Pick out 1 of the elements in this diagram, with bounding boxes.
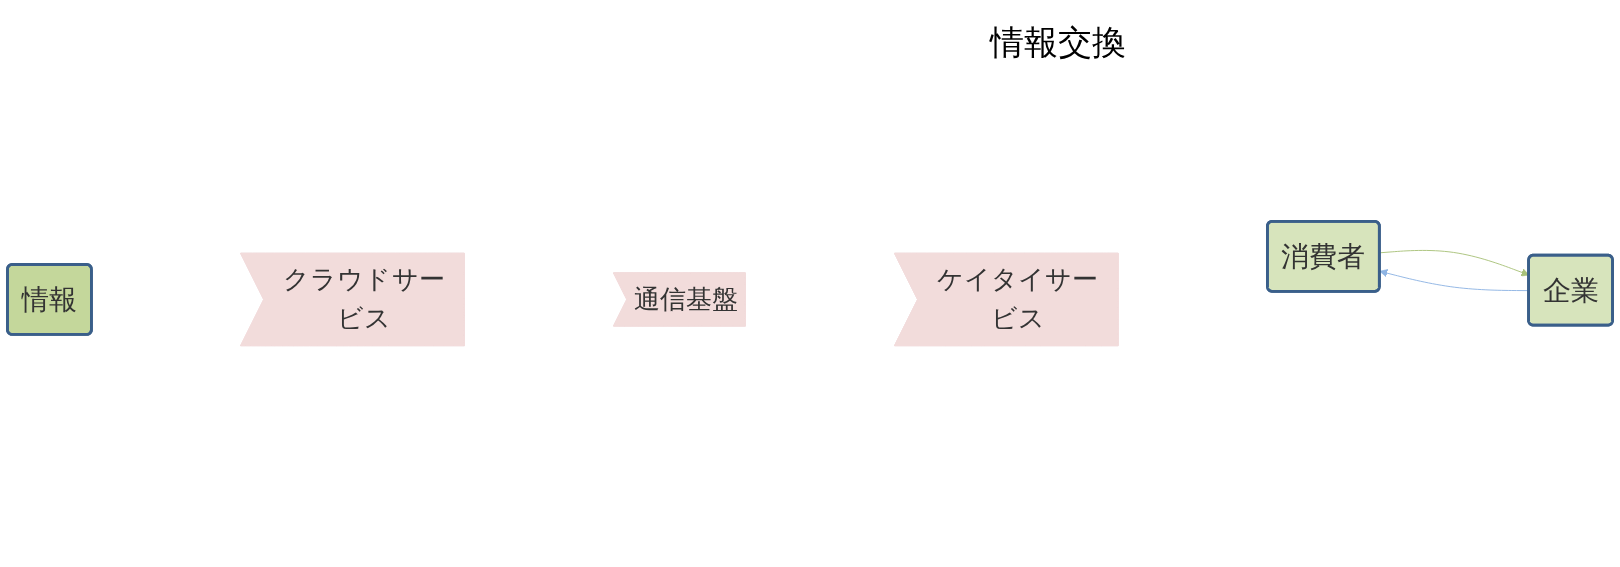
- note-text: 情報交換: [990, 21, 1126, 64]
